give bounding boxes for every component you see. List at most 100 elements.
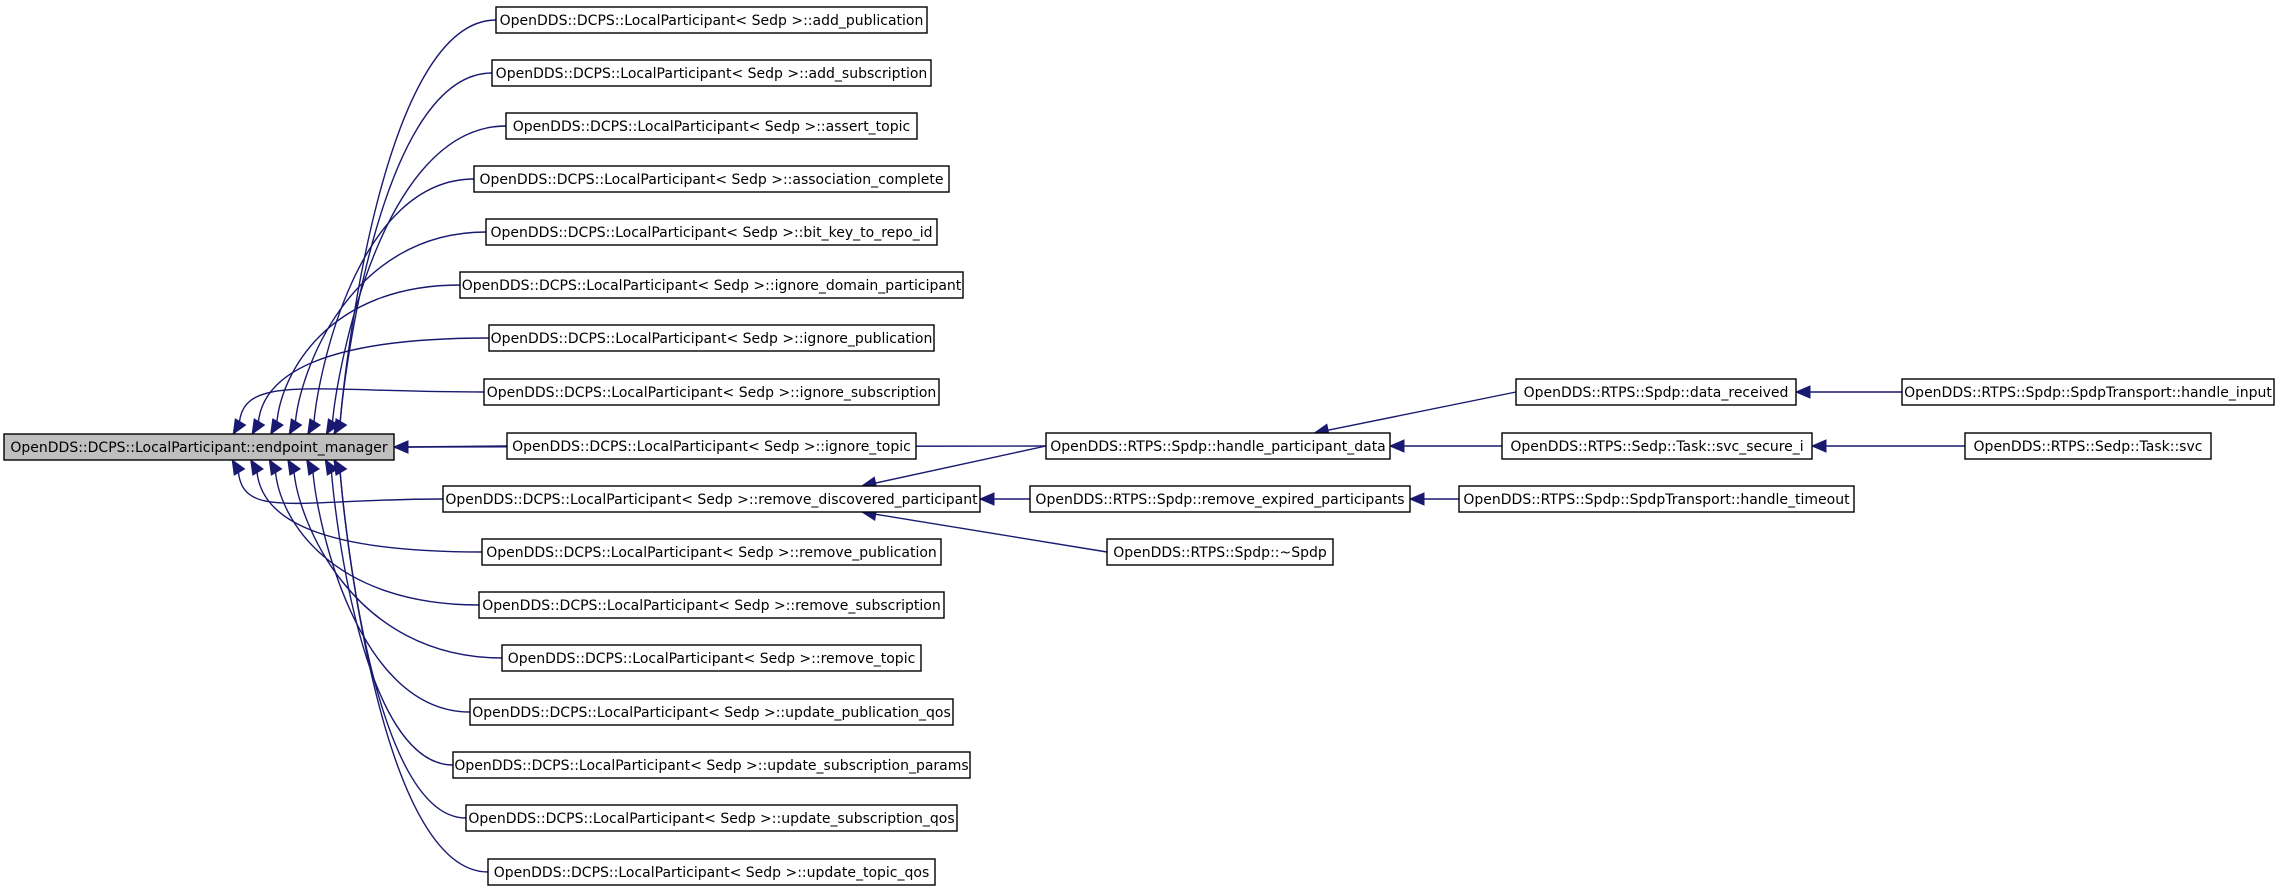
- node-label: OpenDDS::DCPS::LocalParticipant< Sedp >:…: [500, 13, 924, 29]
- edge-arrowhead: [232, 418, 247, 436]
- node-association-complete[interactable]: OpenDDS::DCPS::LocalParticipant< Sedp >:…: [473, 165, 950, 193]
- node-root[interactable]: OpenDDS::DCPS::LocalParticipant::endpoin…: [3, 433, 395, 461]
- edge-line: [1327, 391, 1517, 431]
- edge-handle-timeout-to-remove-expired-participants: [1408, 492, 1459, 506]
- node-remove-publication[interactable]: OpenDDS::DCPS::LocalParticipant< Sedp >:…: [481, 538, 942, 566]
- node-task-svc[interactable]: OpenDDS::RTPS::Sedp::Task::svc: [1964, 432, 2212, 460]
- node-box: [483, 378, 940, 406]
- node-box: [1106, 538, 1334, 566]
- edge-arrowhead: [978, 492, 995, 506]
- node-box: [459, 271, 964, 299]
- node-remove-topic[interactable]: OpenDDS::DCPS::LocalParticipant< Sedp >:…: [501, 644, 922, 672]
- edge-remove-topic-to-root: [287, 458, 503, 659]
- edge-line: [875, 513, 1108, 553]
- node-update-topic-qos[interactable]: OpenDDS::DCPS::LocalParticipant< Sedp >:…: [487, 858, 936, 886]
- node-box: [505, 112, 918, 140]
- graph-nodes: OpenDDS::DCPS::LocalParticipant::endpoin…: [3, 6, 2275, 886]
- edge-update-subscription-params-to-root: [324, 458, 454, 766]
- node-handle-input[interactable]: OpenDDS::RTPS::Spdp::SpdpTransport::hand…: [1901, 378, 2275, 406]
- node-box: [506, 432, 917, 460]
- node-box: [1964, 432, 2212, 460]
- edge-line: [238, 388, 485, 425]
- node-box: [501, 644, 922, 672]
- node-label: OpenDDS::RTPS::Sedp::Task::svc: [1974, 439, 2203, 455]
- node-box: [491, 59, 932, 87]
- node-label: OpenDDS::DCPS::LocalParticipant< Sedp >:…: [472, 705, 950, 721]
- edge-arrowhead: [306, 458, 321, 476]
- edge-line: [274, 469, 480, 606]
- node-handle-timeout[interactable]: OpenDDS::RTPS::Spdp::SpdpTransport::hand…: [1458, 485, 1855, 513]
- edge-line: [330, 469, 454, 766]
- edge-line: [331, 125, 507, 425]
- edge-line: [293, 469, 503, 659]
- edge-line: [312, 469, 471, 713]
- edge-line: [294, 231, 487, 425]
- node-add-publication[interactable]: OpenDDS::DCPS::LocalParticipant< Sedp >:…: [495, 6, 928, 34]
- node-ignore-domain-participant[interactable]: OpenDDS::DCPS::LocalParticipant< Sedp >:…: [459, 271, 964, 299]
- node-label: OpenDDS::DCPS::LocalParticipant::endpoin…: [10, 440, 387, 456]
- edge-remove-subscription-to-root: [268, 458, 480, 606]
- node-bit-key-to-repo-id[interactable]: OpenDDS::DCPS::LocalParticipant< Sedp >:…: [485, 218, 938, 246]
- node-add-subscription[interactable]: OpenDDS::DCPS::LocalParticipant< Sedp >:…: [491, 59, 932, 87]
- edge-line: [276, 284, 461, 425]
- node-box: [1458, 485, 1855, 513]
- edge-arrowhead: [1810, 439, 1827, 453]
- node-handle-participant-data[interactable]: OpenDDS::RTPS::Spdp::handle_participant_…: [1045, 432, 1391, 460]
- edge-line: [339, 469, 489, 873]
- node-box: [1501, 432, 1813, 460]
- edge-remove-expired-participants-to-remove-discovered-participant: [978, 492, 1030, 506]
- edge-arrowhead: [268, 458, 283, 476]
- node-ignore-subscription[interactable]: OpenDDS::DCPS::LocalParticipant< Sedp >:…: [483, 378, 940, 406]
- edge-arrowhead: [325, 418, 340, 436]
- node-label: OpenDDS::DCPS::LocalParticipant< Sedp >:…: [508, 651, 916, 667]
- node-label: OpenDDS::DCPS::LocalParticipant< Sedp >:…: [487, 385, 937, 401]
- edge-association-complete-to-root: [307, 178, 475, 436]
- node-label: OpenDDS::RTPS::Spdp::SpdpTransport::hand…: [1904, 385, 2272, 401]
- edge-bit-key-to-repo-id-to-root: [288, 231, 487, 436]
- node-ignore-publication[interactable]: OpenDDS::DCPS::LocalParticipant< Sedp >:…: [488, 324, 935, 352]
- node-label: OpenDDS::DCPS::LocalParticipant< Sedp >:…: [513, 119, 910, 135]
- node-assert-topic[interactable]: OpenDDS::DCPS::LocalParticipant< Sedp >:…: [505, 112, 918, 140]
- node-spdp-dtor[interactable]: OpenDDS::RTPS::Spdp::~Spdp: [1106, 538, 1334, 566]
- node-label: OpenDDS::RTPS::Spdp::SpdpTransport::hand…: [1463, 492, 1850, 508]
- node-remove-discovered-participant[interactable]: OpenDDS::DCPS::LocalParticipant< Sedp >:…: [442, 485, 981, 513]
- node-label: OpenDDS::RTPS::Spdp::data_received: [1524, 385, 1789, 401]
- edge-arrowhead: [324, 458, 339, 476]
- edge-arrowhead: [287, 458, 302, 476]
- node-update-publication-qos[interactable]: OpenDDS::DCPS::LocalParticipant< Sedp >:…: [469, 698, 954, 726]
- node-box: [1901, 378, 2275, 406]
- node-ignore-topic[interactable]: OpenDDS::DCPS::LocalParticipant< Sedp >:…: [506, 432, 917, 460]
- node-label: OpenDDS::RTPS::Sedp::Task::svc_secure_i: [1510, 439, 1803, 455]
- node-label: OpenDDS::DCPS::LocalParticipant< Sedp >:…: [482, 598, 940, 614]
- node-label: OpenDDS::DCPS::LocalParticipant< Sedp >:…: [494, 865, 930, 881]
- edge-line: [339, 19, 497, 425]
- node-update-subscription-qos[interactable]: OpenDDS::DCPS::LocalParticipant< Sedp >:…: [465, 804, 958, 832]
- edge-arrowhead: [251, 418, 266, 436]
- node-box: [485, 218, 938, 246]
- node-remove-subscription[interactable]: OpenDDS::DCPS::LocalParticipant< Sedp >:…: [478, 591, 945, 619]
- edge-line: [339, 72, 493, 425]
- edge-arrowhead: [288, 418, 303, 436]
- node-label: OpenDDS::DCPS::LocalParticipant< Sedp >:…: [480, 172, 944, 188]
- node-box: [473, 165, 950, 193]
- edge-add-subscription-to-root: [333, 72, 493, 436]
- node-update-subscription-params[interactable]: OpenDDS::DCPS::LocalParticipant< Sedp >:…: [452, 751, 971, 779]
- node-svc-secure-i[interactable]: OpenDDS::RTPS::Sedp::Task::svc_secure_i: [1501, 432, 1813, 460]
- node-label: OpenDDS::DCPS::LocalParticipant< Sedp >:…: [462, 278, 962, 294]
- edge-data-received-to-handle-participant-data: [1313, 391, 1517, 437]
- node-box: [469, 698, 954, 726]
- edge-line: [257, 337, 490, 425]
- edge-arrowhead: [1408, 492, 1425, 506]
- edge-arrowhead: [1794, 385, 1811, 399]
- edge-line: [237, 469, 444, 505]
- node-data-received[interactable]: OpenDDS::RTPS::Spdp::data_received: [1515, 378, 1797, 406]
- node-box: [442, 485, 981, 513]
- edge-remove-discovered-participant-to-root: [231, 458, 444, 505]
- edge-ignore-publication-to-root: [251, 337, 490, 436]
- node-remove-expired-participants[interactable]: OpenDDS::RTPS::Spdp::remove_expired_part…: [1029, 485, 1411, 513]
- node-box: [1045, 432, 1391, 460]
- edge-line: [313, 178, 475, 425]
- edge-arrowhead: [392, 440, 409, 454]
- node-box: [3, 433, 395, 461]
